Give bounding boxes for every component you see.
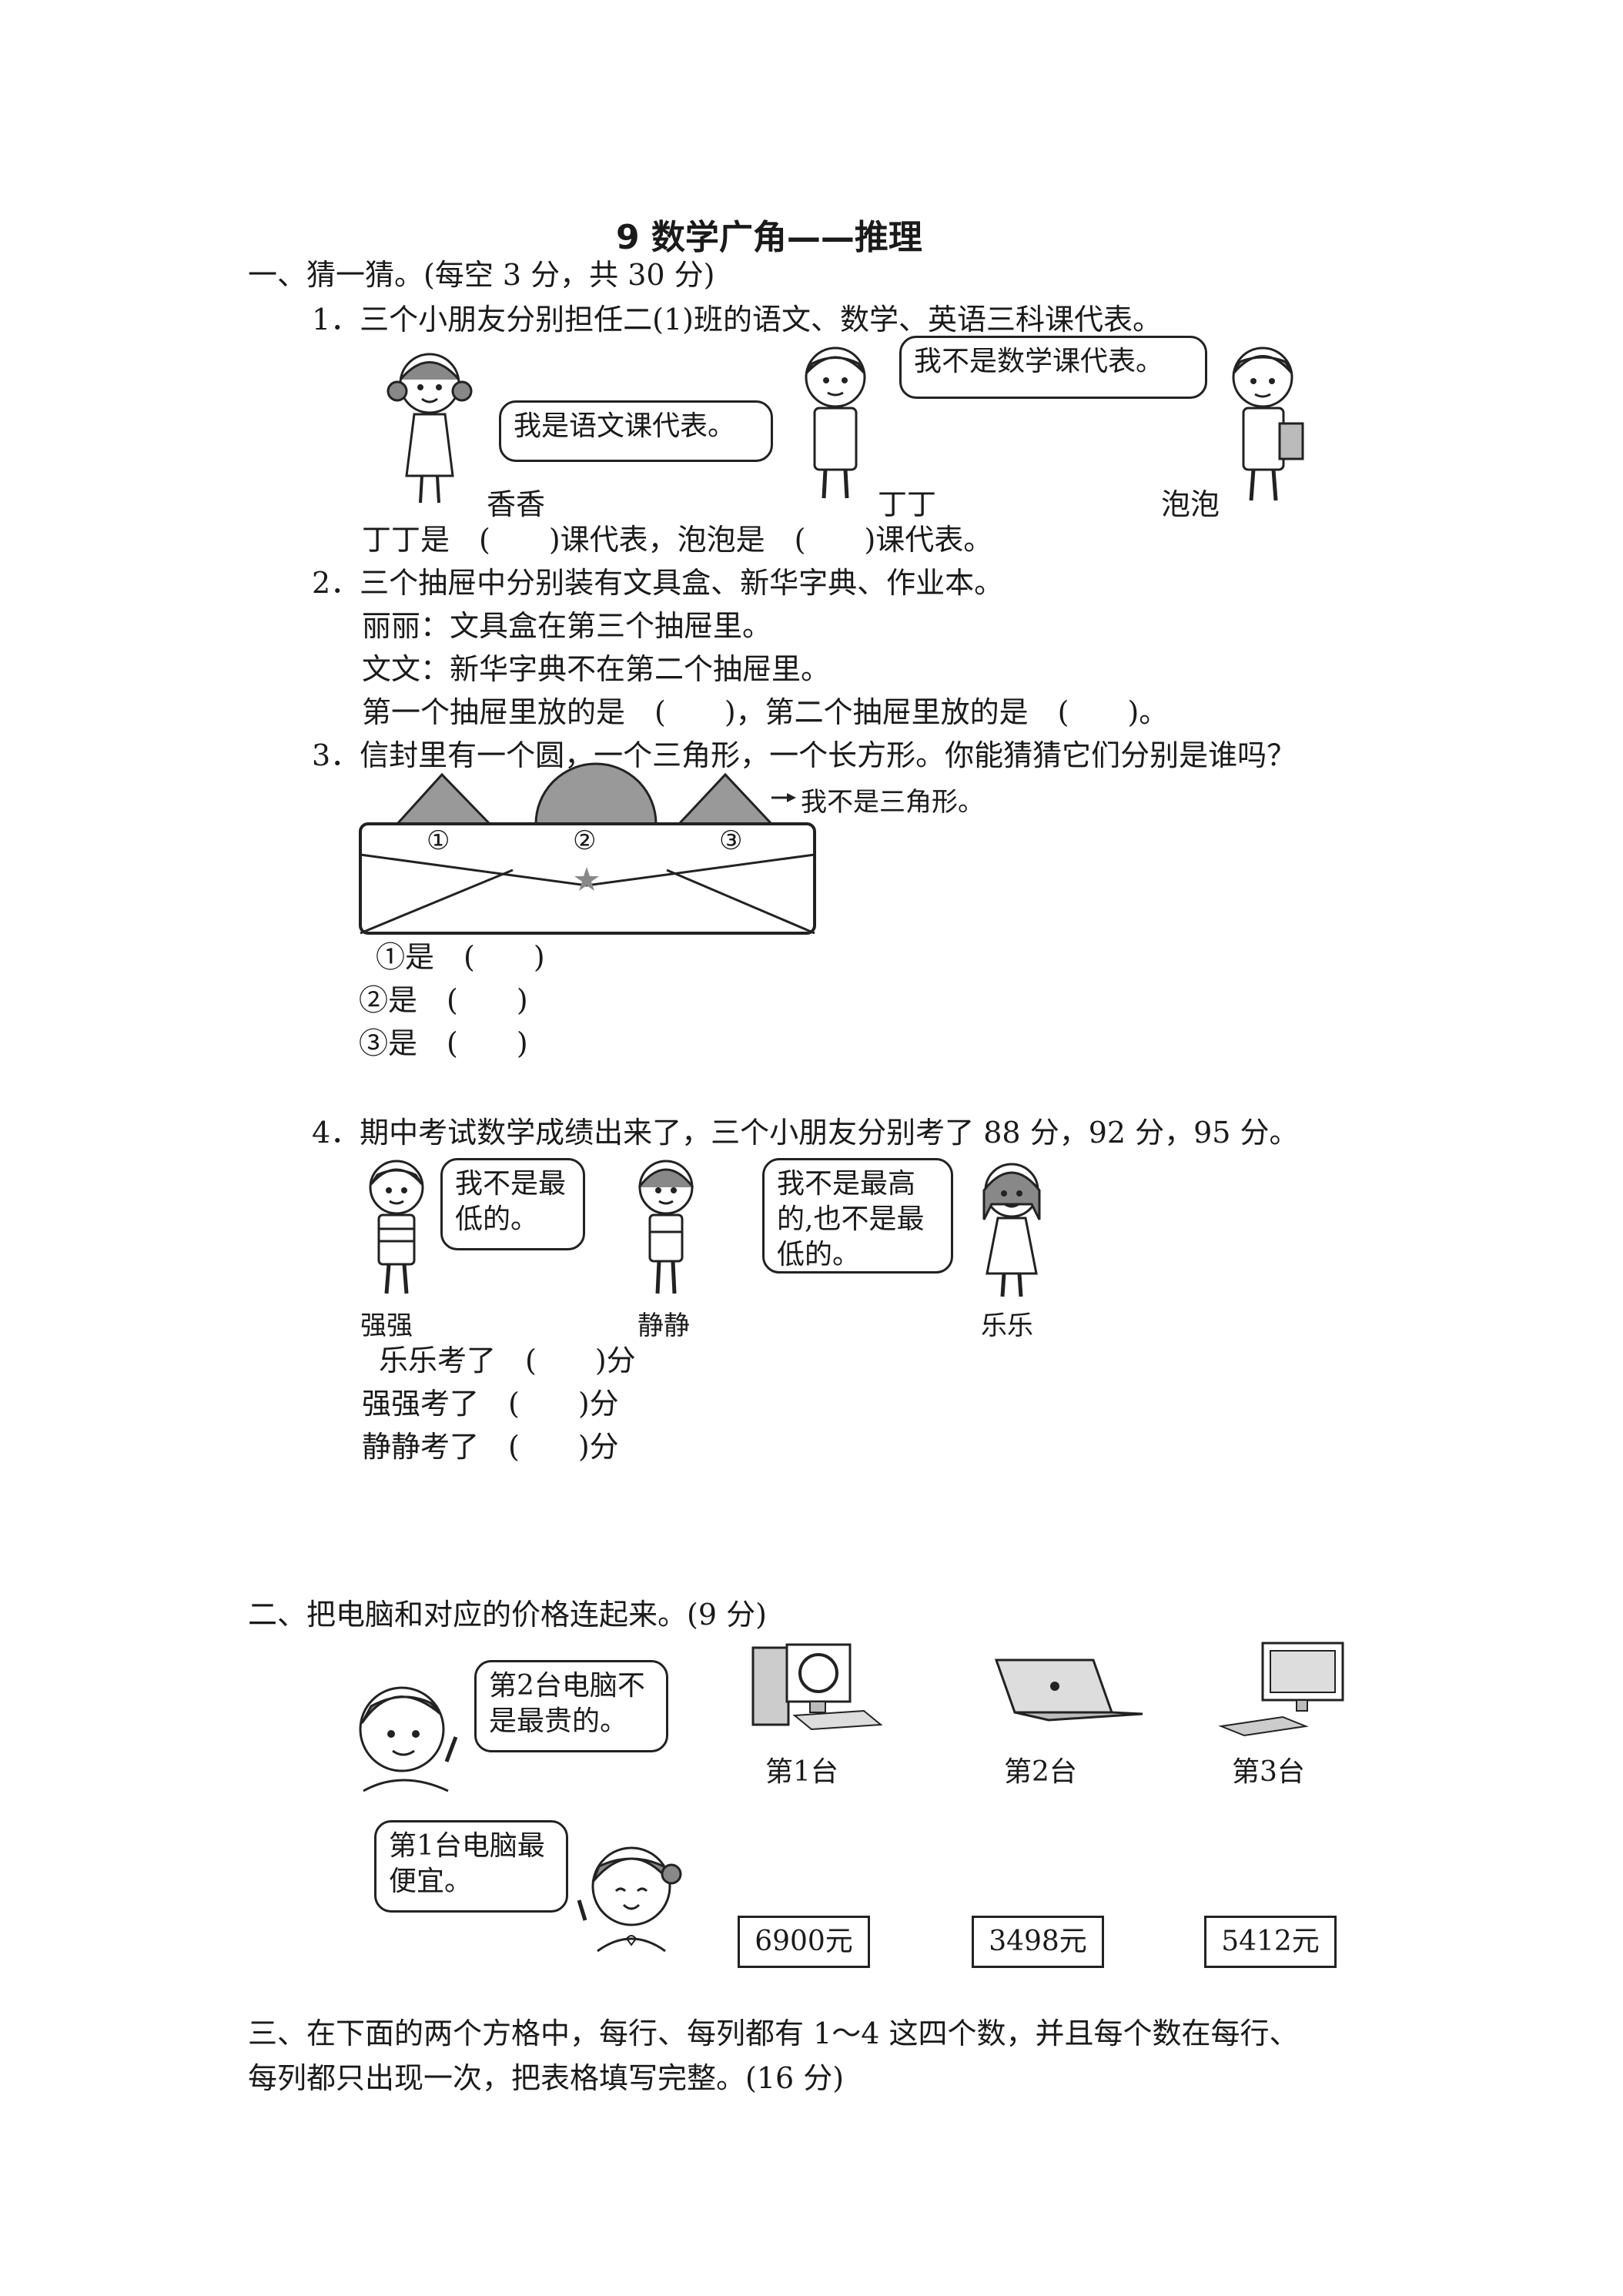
pc-label-3: 第3台 — [1232, 1756, 1305, 1788]
laptop-computer-2 — [994, 1658, 1143, 1722]
q4-text: 4．期中考试数学成绩出来了，三个小朋友分别考了 88 分，92 分，95 分。 — [312, 1116, 1299, 1150]
section-1-heading: 一、猜一猜。(每空 3 分，共 30 分) — [248, 258, 715, 292]
desktop-computer-1 — [751, 1643, 883, 1731]
boy-dingding-figure — [805, 346, 866, 499]
q4-answer-lele[interactable]: 乐乐考了 ( )分 — [379, 1344, 636, 1377]
speech-bubble-lele: 我不是最高的,也不是最低的。 — [762, 1158, 953, 1274]
envelope-label-3: ③ — [719, 825, 743, 856]
q3-answer-2[interactable]: ②是 ( ) — [359, 983, 528, 1017]
q4-answer-jingjing[interactable]: 静静考了 ( )分 — [362, 1430, 619, 1464]
name-lele: 乐乐 — [981, 1310, 1033, 1341]
girl-lele-figure — [982, 1163, 1041, 1297]
q3-answer-1[interactable]: ①是 ( ) — [376, 940, 545, 974]
section-2-heading: 二、把电脑和对应的价格连起来。(9 分) — [248, 1598, 767, 1632]
pc-label-2: 第2台 — [1004, 1756, 1077, 1788]
envelope-label-1: ① — [427, 825, 450, 856]
q3-text: 3．信封里有一个圆，一个三角形，一个长方形。你能猜猜它们分别是谁吗？ — [312, 738, 1297, 772]
pc-label-1: 第1台 — [765, 1756, 838, 1788]
section-3-line-1: 三、在下面的两个方格中，每行、每列都有 1～4 这四个数，并且每个数在每行、 — [248, 2017, 1299, 2050]
speech-bubble-girl: 第1台电脑最便宜。 — [374, 1820, 568, 1913]
q2-text: 2．三个抽屉中分别装有文具盒、新华字典、作业本。 — [312, 566, 1004, 600]
page-title: 9 数学广角——推理 — [616, 218, 922, 257]
boy-pointing-figure — [359, 1686, 458, 1792]
price-box-1[interactable]: 6900元 — [738, 1916, 870, 1968]
q2-wenwen-statement: 文文：新华字典不在第二个抽屉里。 — [362, 652, 831, 686]
envelope-figure — [359, 762, 816, 935]
girl-waving-figure — [577, 1846, 682, 1953]
girl-jingjing-figure — [637, 1160, 694, 1294]
girl-xiangxiang-figure — [387, 353, 473, 504]
name-jingjing: 静静 — [637, 1310, 690, 1341]
boy-qiangqiang-figure — [369, 1160, 424, 1294]
envelope-label-2: ② — [573, 825, 597, 856]
speech-bubble-xiangxiang: 我是语文课代表。 — [499, 400, 773, 462]
name-xiangxiang: 香香 — [487, 487, 546, 521]
q3-answer-3[interactable]: ③是 ( ) — [359, 1026, 528, 1060]
triangle-note: 我不是三角形。 — [801, 787, 984, 818]
name-paopao: 泡泡 — [1161, 487, 1220, 521]
speech-bubble-paopao: 我不是数学课代表。 — [899, 336, 1207, 399]
q1-text: 1．三个小朋友分别担任二(1)班的语文、数学、英语三科课代表。 — [312, 303, 1163, 336]
boy-paopao-figure — [1232, 346, 1304, 501]
speech-bubble-qiangqiang: 我不是最低的。 — [440, 1158, 585, 1250]
q1-answer[interactable]: 丁丁是 ( )课代表，泡泡是 ( )课代表。 — [362, 523, 993, 557]
price-box-3[interactable]: 5412元 — [1204, 1916, 1337, 1968]
q4-answer-qiangqiang[interactable]: 强强考了 ( )分 — [362, 1387, 619, 1421]
price-box-2[interactable]: 3498元 — [972, 1916, 1104, 1968]
name-qiangqiang: 强强 — [360, 1310, 413, 1341]
desktop-computer-3 — [1218, 1642, 1344, 1737]
q2-answer[interactable]: 第一个抽屉里放的是 ( )，第二个抽屉里放的是 ( )。 — [362, 695, 1169, 729]
q2-lili-statement: 丽丽：文具盒在第三个抽屉里。 — [362, 609, 772, 643]
section-3-line-2: 每列都只出现一次，把表格填写完整。(16 分) — [248, 2061, 845, 2095]
name-dingding: 丁丁 — [878, 487, 937, 521]
speech-bubble-boy: 第2台电脑不是最贵的。 — [474, 1660, 668, 1752]
